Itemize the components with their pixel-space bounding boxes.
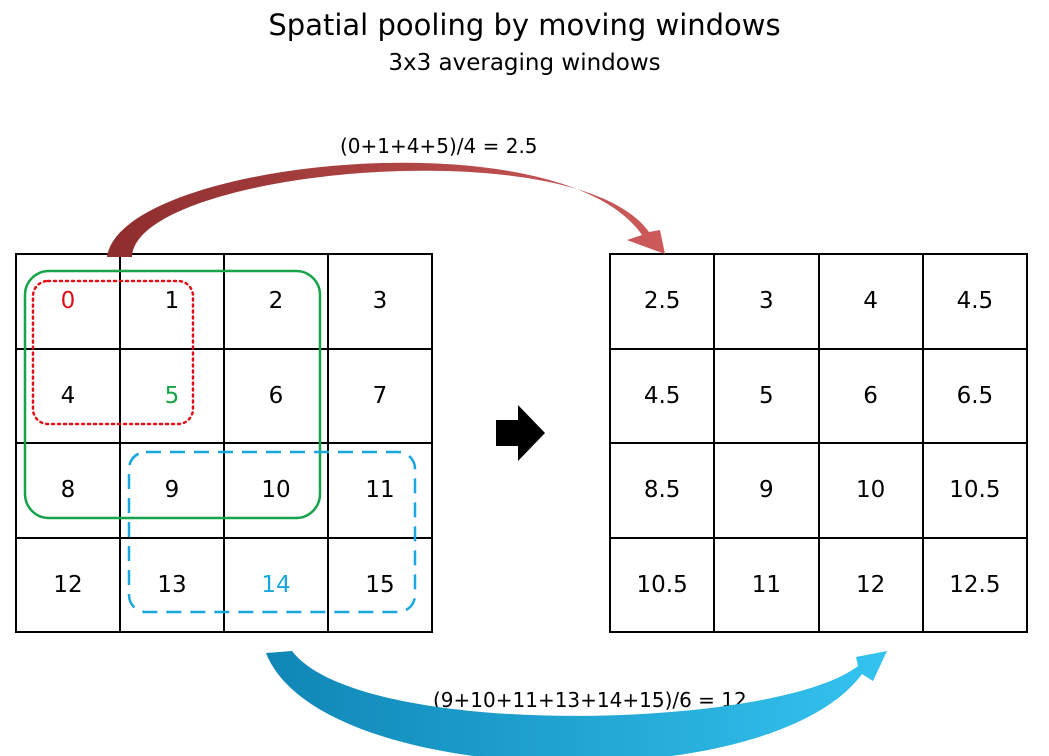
- formula-top-label: (0+1+4+5)/4 = 2.5: [340, 134, 538, 158]
- formula-bottom-label: (9+10+11+13+14+15)/6 = 12: [433, 688, 747, 712]
- input-cell: 6: [225, 349, 329, 444]
- output-cell: 10: [819, 444, 924, 539]
- output-cell: 9: [715, 444, 820, 539]
- input-cell: 3: [329, 255, 433, 350]
- output-cell: 3: [715, 255, 820, 350]
- input-cell: 10: [225, 444, 329, 539]
- input-cell: 0: [17, 255, 121, 350]
- output-cell: 5: [715, 349, 820, 444]
- input-cell: 5: [121, 349, 225, 444]
- output-cell: 4.5: [611, 349, 716, 444]
- input-cell: 14: [225, 538, 329, 633]
- input-cell: 2: [225, 255, 329, 350]
- input-cell: 7: [329, 349, 433, 444]
- input-cell: 12: [17, 538, 121, 633]
- input-cell: 15: [329, 538, 433, 633]
- output-cell: 6.5: [923, 349, 1028, 444]
- input-cell: 13: [121, 538, 225, 633]
- diagram-subtitle: 3x3 averaging windows: [388, 50, 661, 76]
- output-cell: 11: [715, 538, 820, 633]
- output-grid: 2.5 3 4 4.5 4.5 5 6 6.5 8.5 9 10 10.5 10…: [609, 253, 1028, 633]
- output-cell: 12.5: [923, 538, 1028, 633]
- output-cell: 4: [819, 255, 924, 350]
- output-cell: 4.5: [923, 255, 1028, 350]
- output-cell: 6: [819, 349, 924, 444]
- output-cell: 10.5: [611, 538, 716, 633]
- arrow-top-icon: [107, 162, 665, 257]
- input-cell: 11: [329, 444, 433, 539]
- input-grid: 0 1 2 3 4 5 6 7 8 9 10 11 12 13 14 15: [15, 253, 433, 633]
- diagram-title: Spatial pooling by moving windows: [268, 8, 781, 42]
- input-cell: 4: [17, 349, 121, 444]
- output-cell: 2.5: [611, 255, 716, 350]
- right-arrow-icon: [496, 405, 545, 461]
- output-cell: 10.5: [923, 444, 1028, 539]
- input-cell: 9: [121, 444, 225, 539]
- input-cell: 8: [17, 444, 121, 539]
- output-cell: 12: [819, 538, 924, 633]
- input-cell: 1: [121, 255, 225, 350]
- output-cell: 8.5: [611, 444, 716, 539]
